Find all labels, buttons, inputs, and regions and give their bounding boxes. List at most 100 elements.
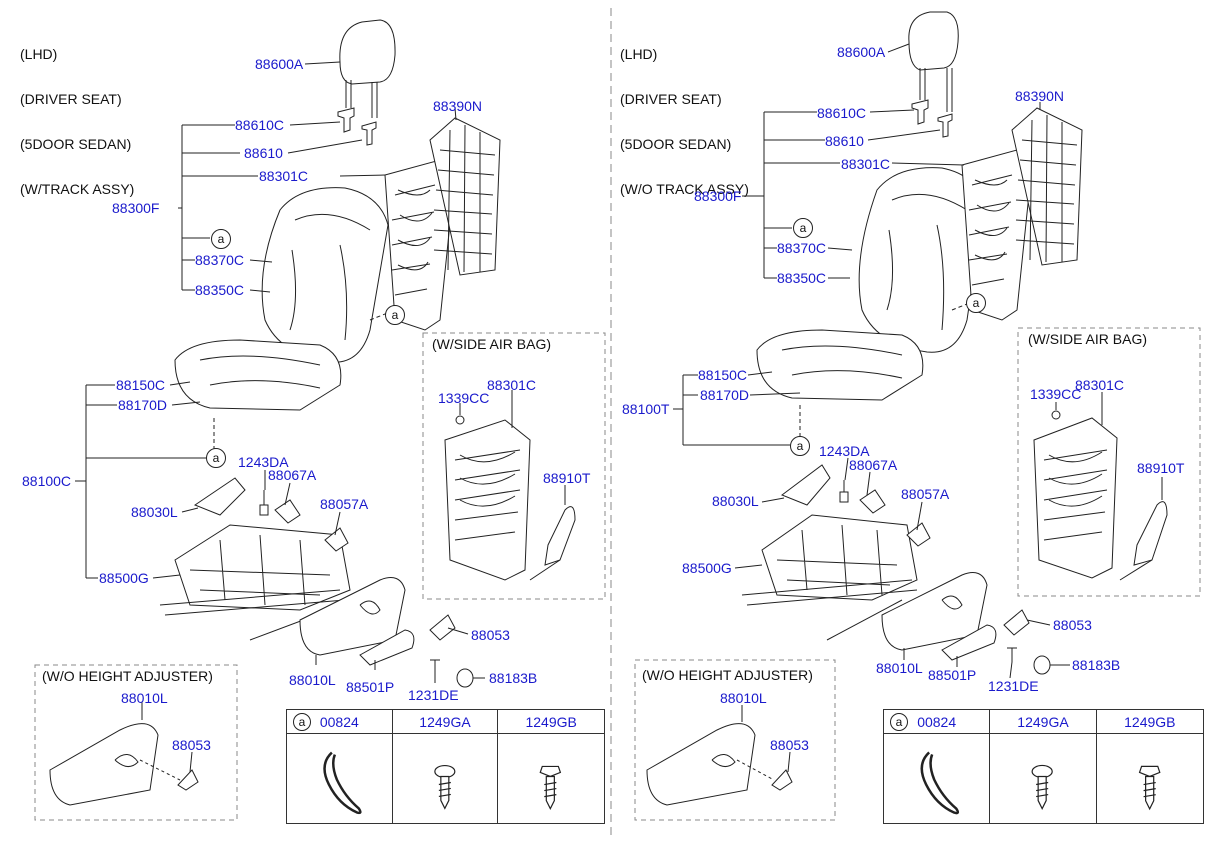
screw-1249GB-cell — [1097, 734, 1203, 823]
callout-88010L[interactable]: 88010L — [289, 672, 336, 688]
airbag-leaders — [459, 390, 566, 505]
callout-88170D[interactable]: 88170D — [700, 387, 750, 403]
callout-88010L[interactable]: 88010L — [876, 660, 923, 676]
callout-88500G[interactable]: 88500G — [682, 560, 732, 576]
callout-88010L[interactable]: 88010L — [121, 690, 168, 706]
bracket-88067A-drawing — [859, 489, 886, 514]
bracket-88057A-drawing — [906, 522, 931, 547]
callout-88370C[interactable]: 88370C — [195, 252, 245, 268]
callout-88600A[interactable]: 88600A — [255, 56, 304, 72]
table-col-label[interactable]: 1249GA — [1017, 713, 1069, 730]
ref-marker-a: a — [793, 218, 813, 238]
callout-88500G[interactable]: 88500G — [99, 570, 149, 586]
header-line-3: (5DOOR SEDAN) — [620, 136, 732, 152]
callout-88053[interactable]: 88053 — [770, 737, 809, 753]
callout-88030L[interactable]: 88030L — [712, 493, 759, 509]
callout-88910T[interactable]: 88910T — [1137, 460, 1185, 476]
callout-1339CC[interactable]: 1339CC — [438, 390, 490, 406]
callout-88053[interactable]: 88053 — [471, 627, 510, 643]
callout-88150C[interactable]: 88150C — [698, 367, 748, 383]
callout-88183B[interactable]: 88183B — [1072, 657, 1121, 673]
callout-88610[interactable]: 88610 — [244, 145, 283, 161]
knob-88053-drawing — [429, 614, 456, 641]
callout-1231DE[interactable]: 1231DE — [408, 687, 459, 703]
seat-track-drawing — [159, 524, 351, 641]
airbag-box-frame — [1017, 327, 1201, 597]
left-panel: (LHD) (DRIVER SEAT) (5DOOR SEDAN) (W/TRA… — [0, 0, 611, 848]
callout-88390N[interactable]: 88390N — [1015, 88, 1065, 104]
callout-1243DA[interactable]: 1243DA — [819, 443, 870, 459]
clip-icon — [920, 751, 960, 815]
callout-1243DA[interactable]: 1243DA — [238, 454, 289, 470]
airbag-frame-drawing — [1033, 410, 1168, 581]
table-header-cell: 1249GA — [392, 710, 499, 734]
back-board-drawing — [1011, 107, 1083, 266]
airbag-box-title: (W/SIDE AIR BAG) — [432, 336, 552, 352]
table-header-cell: a 00824 — [287, 710, 393, 734]
callout-88100C[interactable]: 88100C — [22, 473, 72, 489]
callout-88301C[interactable]: 88301C — [259, 168, 309, 184]
header-line-2: (DRIVER SEAT) — [620, 91, 722, 107]
callout-88501P[interactable]: 88501P — [928, 667, 977, 683]
fastener-table: a 00824 1249GA 1249GB — [286, 709, 605, 824]
table-col-label[interactable]: 1249GB — [1124, 713, 1176, 730]
callout-88350C[interactable]: 88350C — [195, 282, 245, 298]
table-col-label[interactable]: 1249GB — [525, 713, 577, 730]
seatback-cushion-drawing — [858, 167, 985, 353]
height-box-title: (W/O HEIGHT ADJUSTER) — [42, 668, 213, 684]
height-box-frame — [34, 664, 238, 821]
table-header-cell: 1249GB — [498, 710, 604, 734]
bolt-1231DE-drawing — [1007, 647, 1017, 662]
table-col-label[interactable]: 00824 — [917, 713, 957, 730]
screw-1249GA-cell — [393, 734, 499, 823]
callout-88170D[interactable]: 88170D — [118, 397, 168, 413]
header-line-3: (5DOOR SEDAN) — [20, 136, 132, 152]
callout-88301C[interactable]: 88301C — [1075, 377, 1125, 393]
callout-88301C[interactable]: 88301C — [841, 156, 891, 172]
callout-88053[interactable]: 88053 — [172, 737, 211, 753]
bolt-1231DE-drawing — [430, 659, 440, 674]
table-header-cell: 1249GB — [1096, 710, 1203, 734]
callout-88300F[interactable]: 88300F — [112, 200, 160, 216]
leader-lines — [75, 61, 485, 683]
callout-88100T[interactable]: 88100T — [622, 401, 670, 417]
table-col-label[interactable]: 1249GA — [419, 713, 471, 730]
callout-1231DE[interactable]: 1231DE — [988, 678, 1039, 694]
clip-icon — [323, 751, 362, 815]
headrest-drawing — [908, 11, 959, 138]
screw-icon — [539, 765, 562, 811]
airbag-leaders — [1055, 392, 1163, 500]
callout-88300F[interactable]: 88300F — [694, 188, 742, 204]
callout-88067A[interactable]: 88067A — [849, 457, 898, 473]
callout-88910T[interactable]: 88910T — [543, 470, 591, 486]
screw-icon — [1031, 764, 1054, 810]
callout-88600A[interactable]: 88600A — [837, 44, 886, 60]
callout-88010L[interactable]: 88010L — [720, 690, 767, 706]
bolt-1243DA-drawing — [839, 480, 849, 503]
callout-88057A[interactable]: 88057A — [320, 496, 369, 512]
table-col-label[interactable]: 00824 — [319, 713, 359, 730]
callout-88057A[interactable]: 88057A — [901, 486, 950, 502]
lever-88501P-drawing — [359, 629, 415, 666]
seat-cushion-drawing — [756, 329, 924, 401]
callout-88067A[interactable]: 88067A — [268, 467, 317, 483]
callout-88030L[interactable]: 88030L — [131, 504, 178, 520]
airbag-box-frame — [422, 332, 606, 600]
callout-88390N[interactable]: 88390N — [433, 98, 483, 114]
ref-marker-a: a — [385, 305, 405, 325]
callout-88610[interactable]: 88610 — [825, 133, 864, 149]
side-shield-drawing — [881, 572, 988, 651]
callout-88301C[interactable]: 88301C — [487, 377, 537, 393]
leader-lines — [673, 43, 1070, 679]
callout-88610C[interactable]: 88610C — [817, 105, 867, 121]
callout-88610C[interactable]: 88610C — [235, 117, 285, 133]
header-line-4: (W/O TRACK ASSY) — [620, 181, 749, 197]
callout-88150C[interactable]: 88150C — [116, 377, 166, 393]
callout-88370C[interactable]: 88370C — [777, 240, 827, 256]
callout-1339CC[interactable]: 1339CC — [1030, 386, 1082, 402]
callout-88053[interactable]: 88053 — [1053, 617, 1092, 633]
callout-88350C[interactable]: 88350C — [777, 270, 827, 286]
callout-88501P[interactable]: 88501P — [346, 679, 395, 695]
callout-88183B[interactable]: 88183B — [489, 670, 538, 686]
